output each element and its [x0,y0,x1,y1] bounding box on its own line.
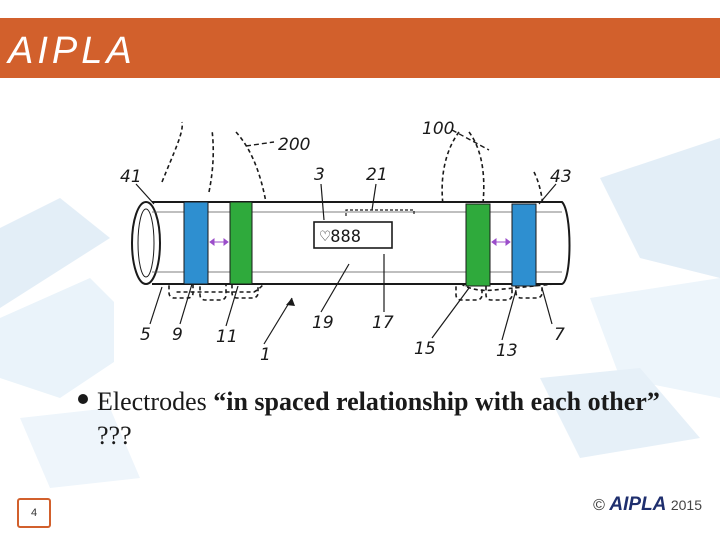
patent-drawing: ♡888 200 100 [120,119,572,365]
display-window [313,221,393,249]
bullet-point: Electrodes “in spaced relationship with … [78,385,678,453]
ref-9: 9 [172,325,183,345]
ref-21: 21 [366,165,388,185]
ref-100: 100 [422,119,454,139]
ref-13: 13 [496,341,518,361]
bullet-quote: “in spaced relationship with each other” [213,387,660,416]
ref-41: 41 [120,167,142,187]
device-end-cap [131,201,161,285]
ref-5: 5 [140,325,151,345]
patent-figure: ♡888 200 100 [114,112,582,372]
ref-200: 200 [278,135,310,155]
ref-43: 43 [550,167,572,187]
footer-brand: AIPLA [609,494,667,515]
ref-19: 19 [312,313,334,333]
bullet-prefix: Electrodes [97,387,214,416]
outer-electrode-right [511,203,537,287]
inner-electrode-left [229,201,253,285]
footer-copyright: © AIPLA 2015 [593,494,702,516]
ref-1: 1 [260,345,271,365]
ref-11: 11 [216,327,238,347]
background-decoration [0,138,720,488]
bullet-suffix: ??? [97,421,132,450]
ref-3: 3 [314,165,325,185]
page-number-box: 4 [17,498,51,528]
copyright-symbol: © [593,497,605,514]
display-readout: ♡888 [320,227,361,247]
outer-electrode-left [183,201,209,285]
bullet-dot [78,394,88,404]
inner-electrode-right [465,203,491,287]
logo-text: AIPLA [6,30,136,70]
aipla-logo: AIPLA [6,30,136,70]
ref-17: 17 [372,313,394,333]
header-bar: AIPLA [0,18,720,78]
ref-15: 15 [414,339,436,359]
page-number: 4 [30,507,38,519]
footer-year: 2015 [670,497,702,513]
bullet-text: Electrodes “in spaced relationship with … [97,385,678,453]
ref-7: 7 [554,325,565,345]
